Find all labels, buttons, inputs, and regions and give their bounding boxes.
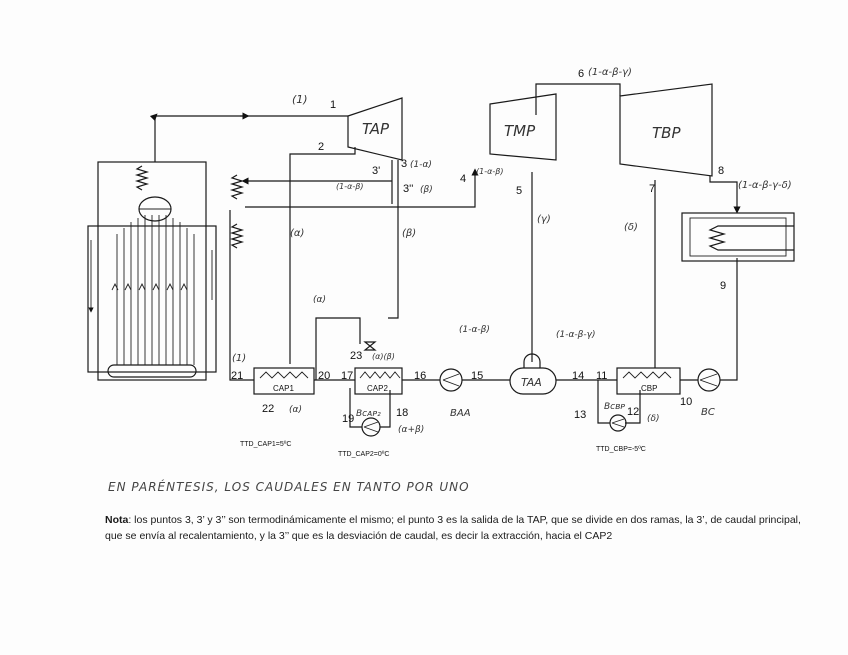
flow-delta: (δ) (624, 222, 638, 233)
cap2-label: CAP2 (367, 384, 388, 393)
point-11: 11 (596, 370, 607, 382)
tmp-label: TMP (504, 122, 536, 140)
point-21: 21 (231, 370, 243, 382)
reheater-coil (229, 223, 245, 249)
mud-drum (107, 364, 197, 378)
tap-label: TAP (362, 120, 390, 138)
heater-cbp: CBP (616, 367, 681, 395)
flow-p18: (α+β) (398, 425, 424, 435)
flow-p3: (1-α) (410, 160, 432, 170)
deaerator-taa: TAA (509, 353, 557, 395)
point-5: 5 (516, 185, 522, 197)
point-12: 12 (627, 406, 639, 418)
turbine-tap: TAP (347, 97, 403, 161)
handwritten-note: EN PARÉNTESIS, LOS CAUDALES EN TANTO POR… (108, 480, 470, 494)
pump-bc: BC (697, 368, 721, 418)
point-8: 8 (718, 165, 724, 177)
point-labels: 1 2 3 3' 3'' 4 5 6 7 8 9 10 11 12 13 14 … (231, 68, 726, 425)
point-7: 7 (649, 183, 655, 195)
point-22: 22 (262, 403, 274, 415)
point-20: 20 (318, 370, 330, 382)
boiler (87, 161, 245, 381)
flow-taa-in: (1-α-β) (459, 325, 490, 335)
flow-p23: (α)(β) (372, 352, 395, 361)
ttd-annotations: TTD_CAP1=5ºC TTD_CAP2=0ºC TTD_CBP=-5ºC (240, 441, 646, 458)
flow-loop: (α) (313, 295, 326, 305)
superheater-coil (229, 174, 245, 200)
flow-gamma: (γ) (537, 214, 551, 225)
bc-label: BC (701, 407, 715, 418)
flow-p22: (α) (289, 405, 302, 415)
flow-p8: (1-α-β-γ-δ) (738, 180, 792, 191)
boiler-outer (97, 161, 207, 381)
ttd-cap1: TTD_CAP1=5ºC (240, 441, 291, 448)
bcbp-label: Bᴄʙᴘ (604, 402, 625, 412)
point-14: 14 (572, 370, 584, 382)
flow-labels: (1) (1-α) (1-α-β) (β) (1-α-β) (1-α-β-γ) … (232, 67, 792, 435)
waterwall-tubes (111, 215, 195, 365)
condenser (681, 212, 795, 262)
baa-label: BAA (450, 408, 471, 419)
flow-p1: (1) (292, 93, 308, 106)
economizer-coil (134, 165, 150, 191)
point-1: 1 (330, 99, 336, 111)
flow-p3p: (1-α-β) (336, 182, 363, 191)
bcap2-label: Bᴄᴀᴘ₂ (356, 409, 381, 419)
point-3: 3 (401, 158, 407, 170)
point-3pp: 3'' (403, 183, 413, 195)
note-label: Nota (105, 514, 129, 526)
point-19: 19 (342, 413, 354, 425)
pump-baa: BAA (439, 368, 471, 419)
note-text: : los puntos 3, 3’ y 3’’ son termodinámi… (105, 514, 801, 542)
heater-cap2: CAP2 (354, 367, 403, 395)
ttd-cap2: TTD_CAP2=0ºC (338, 451, 389, 458)
flow-p6: (1-α-β-γ) (588, 67, 632, 78)
point-2: 2 (318, 141, 324, 153)
point-6: 6 (578, 68, 584, 80)
flow-p21: (1) (232, 353, 246, 364)
turbine-tbp: TBP (619, 83, 713, 177)
taa-label: TAA (521, 376, 542, 389)
cbp-label: CBP (641, 384, 657, 393)
note-paragraph: Nota: los puntos 3, 3’ y 3’’ son termodi… (105, 512, 805, 544)
pump-bcap2: Bᴄᴀᴘ₂ (356, 409, 381, 437)
point-9: 9 (720, 280, 726, 292)
point-23: 23 (350, 350, 362, 362)
point-13: 13 (574, 409, 586, 421)
piping (149, 83, 741, 428)
point-16: 16 (414, 370, 426, 382)
point-18: 18 (396, 407, 408, 419)
heater-cap1: CAP1 (253, 367, 315, 395)
valve-23 (363, 341, 377, 351)
flow-beta: (β) (402, 228, 416, 239)
point-3p: 3' (372, 165, 380, 177)
cap1-label: CAP1 (273, 384, 294, 393)
pump-bcbp: Bᴄʙᴘ (604, 402, 627, 432)
flow-taa-out: (1-α-β-γ) (556, 330, 596, 340)
flow-p12: (δ) (647, 414, 660, 424)
flow-alpha: (α) (290, 228, 304, 239)
flow-p3pp: (β) (420, 185, 433, 195)
tbp-label: TBP (652, 124, 681, 142)
point-17: 17 (341, 370, 353, 382)
turbine-tmp: TMP (489, 93, 557, 161)
point-4: 4 (460, 173, 466, 185)
flow-p4: (1-α-β) (476, 167, 503, 176)
point-15: 15 (471, 370, 483, 382)
point-10: 10 (680, 396, 692, 408)
ttd-cbp: TTD_CBP=-5ºC (596, 446, 646, 453)
